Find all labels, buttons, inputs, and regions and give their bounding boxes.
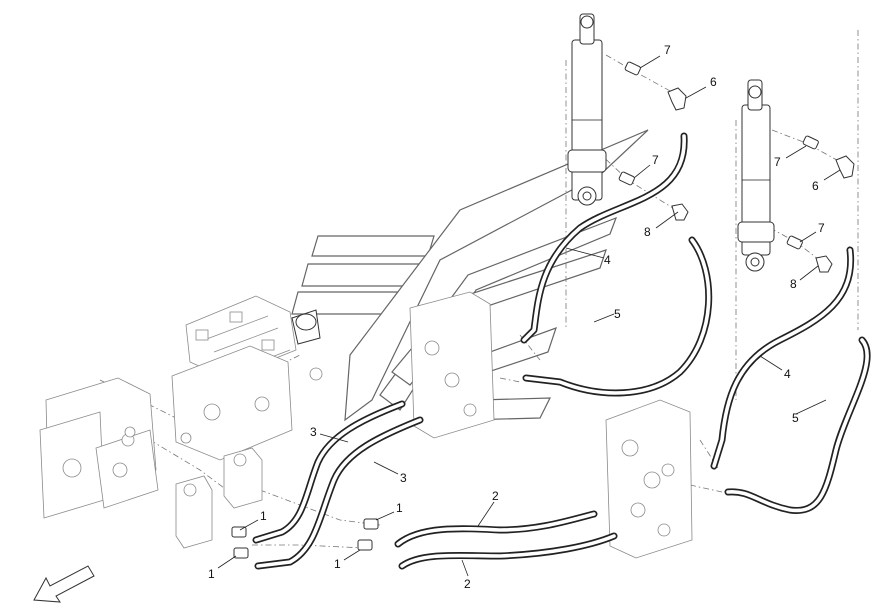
hose-2-upper — [394, 510, 598, 548]
adapter-fitting-7c — [802, 135, 819, 150]
callout-7: 7 — [774, 155, 781, 169]
left-hydraulic-cylinder — [567, 13, 607, 206]
hose-5-left — [522, 236, 713, 397]
callout-7: 7 — [664, 43, 671, 57]
callout-5: 5 — [614, 307, 621, 321]
fitting-parts — [231, 61, 855, 559]
right-valve-block — [605, 399, 693, 559]
hose-2-lower — [398, 532, 618, 570]
callout-8: 8 — [790, 277, 797, 291]
hose-5-right — [724, 336, 871, 514]
adapter-fitting-1a — [231, 526, 247, 538]
right-hydraulic-cylinder — [737, 79, 775, 272]
elbow-fitting-6a — [667, 87, 687, 111]
callout-1: 1 — [260, 509, 267, 523]
adapter-fitting-7b — [618, 171, 635, 186]
hose-3-lower — [254, 416, 424, 570]
left-control-valve-bank — [39, 295, 323, 549]
elbow-fitting-6b — [835, 155, 855, 179]
callout-1: 1 — [334, 557, 341, 571]
callout-1: 1 — [208, 567, 215, 581]
callout-4: 4 — [604, 253, 611, 267]
elbow-fitting-8a — [671, 203, 689, 221]
callout-5: 5 — [792, 411, 799, 425]
callout-2: 2 — [492, 489, 499, 503]
callout-3: 3 — [400, 471, 407, 485]
adapter-fitting-7a — [624, 61, 641, 76]
callout-2: 2 — [464, 577, 471, 591]
callout-7: 7 — [652, 153, 659, 167]
middle-valve-block — [409, 291, 495, 439]
hose-4-right — [710, 246, 855, 470]
adapter-fitting-1c — [363, 518, 379, 530]
callout-labels: 7 6 7 8 4 5 7 6 7 8 4 5 3 3 1 1 1 1 2 2 — [208, 43, 825, 591]
adapter-fitting-1b — [233, 547, 249, 559]
adapter-fitting-1d — [357, 539, 373, 551]
callout-1: 1 — [396, 501, 403, 515]
callout-4: 4 — [784, 367, 791, 381]
adapter-fitting-7d — [786, 235, 803, 250]
callout-8: 8 — [644, 225, 651, 239]
elbow-fitting-8b — [815, 255, 833, 273]
front-direction-arrow-icon — [33, 565, 95, 603]
callout-7: 7 — [818, 221, 825, 235]
callout-6: 6 — [710, 75, 717, 89]
callout-6: 6 — [812, 179, 819, 193]
callout-3: 3 — [310, 425, 317, 439]
hose-3-upper — [252, 400, 406, 544]
hose-4-left — [520, 132, 688, 344]
callout-leaders — [217, 55, 841, 577]
